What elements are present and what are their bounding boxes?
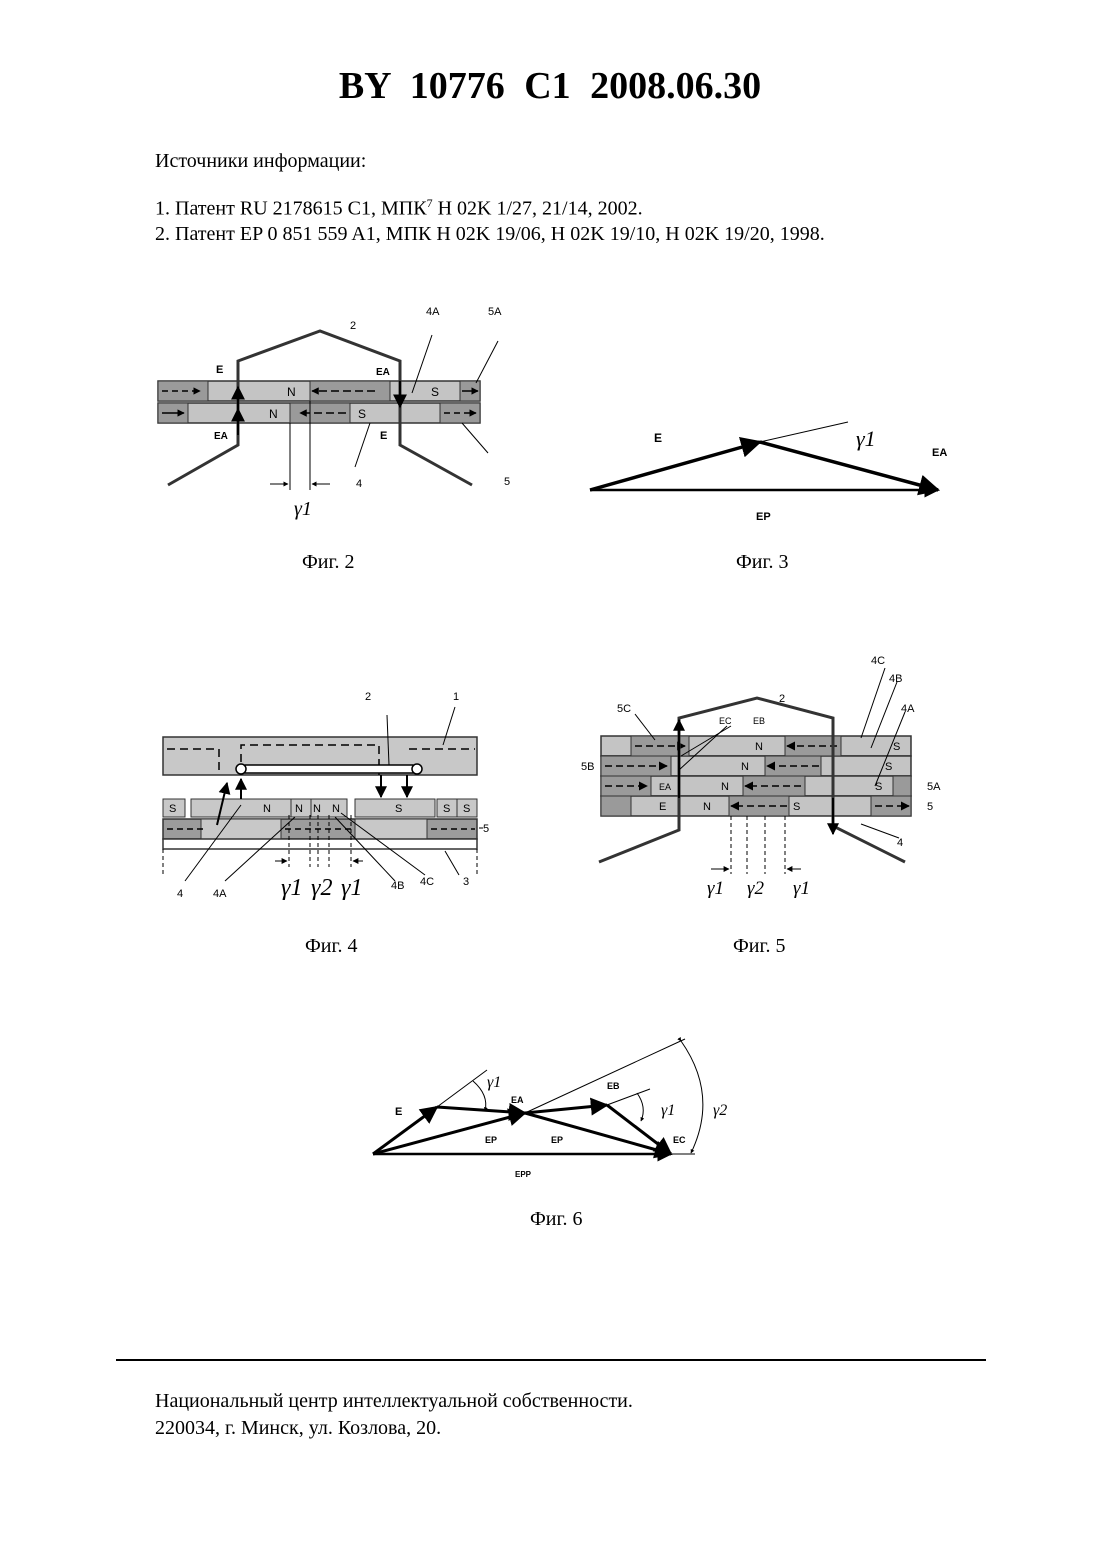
magnet-N-3: N — [313, 803, 321, 815]
label-5: 5 — [504, 476, 510, 488]
sources-heading: Источники информации: — [155, 150, 366, 173]
label-E: E — [654, 431, 662, 445]
label-4C: 4C — [420, 876, 434, 888]
angle-gamma-1-left: γ1 — [281, 875, 302, 901]
reference-1-classes: H 02K 1/27, 21/14, 2002. — [433, 198, 643, 220]
label-EP-2: EP — [551, 1135, 563, 1145]
footer-organization: Национальный центр интеллектуальной собс… — [155, 1390, 633, 1413]
vector-EA — [437, 1107, 525, 1113]
magnet-N-2: N — [295, 803, 303, 815]
reference-2: 2. Патент EP 0 851 559 A1, МПК H 02K 19/… — [155, 223, 825, 246]
vector-E — [590, 442, 760, 490]
label-EP: EP — [756, 511, 771, 523]
magnet-N-row2: N — [741, 761, 749, 773]
magnet-S-2: S — [395, 803, 402, 815]
label-E-bottom: E — [380, 430, 387, 442]
angle-gamma-2: γ2 — [713, 1102, 727, 1119]
label-5C: 5C — [617, 703, 631, 715]
label-EC: EC — [673, 1135, 686, 1145]
label-EPP: EPP — [515, 1170, 532, 1179]
magnet-N-upper: N — [287, 385, 296, 399]
figure-3-diagram: E EA EP γ1 — [580, 420, 960, 530]
magnet-N-lower: N — [269, 407, 278, 421]
angle-gamma-1-left: γ1 — [707, 878, 724, 899]
label-E-top: E — [216, 364, 223, 376]
figure-2-diagram: 2 4A 5A 4 5 E EA E EA N N S S γ1 — [150, 295, 530, 530]
vector-E — [373, 1107, 437, 1154]
angle-gamma-2: γ2 — [747, 878, 764, 899]
label-1: 1 — [453, 691, 459, 703]
vector-EP-2 — [525, 1113, 671, 1154]
label-2: 2 — [779, 693, 785, 705]
magnet-N-row4: N — [703, 801, 711, 813]
label-4: 4 — [356, 478, 362, 490]
figure-2-caption: Фиг. 2 — [302, 551, 354, 574]
footer-address: 220034, г. Минск, ул. Козлова, 20. — [155, 1417, 441, 1440]
magnet-S-1: S — [169, 803, 176, 815]
angle-gamma-1: γ1 — [856, 426, 876, 451]
document-title: BY 10776 C1 2008.06.30 — [0, 64, 1100, 108]
magnet-S-row1: S — [893, 741, 900, 753]
label-4A: 4A — [426, 306, 440, 318]
magnet-S-4: S — [463, 803, 470, 815]
label-EB: EB — [753, 716, 765, 726]
figure-3-caption: Фиг. 3 — [736, 551, 788, 574]
label-4C: 4C — [871, 655, 885, 667]
label-4A: 4A — [213, 888, 227, 900]
label-5A: 5A — [927, 781, 941, 793]
label-E: E — [659, 801, 666, 813]
label-5B: 5B — [581, 761, 594, 773]
angle-gamma-1: γ1 — [294, 498, 312, 520]
angle-gamma-2: γ2 — [311, 875, 332, 901]
magnet-N-row3: N — [721, 781, 729, 793]
angle-gamma-1-right: γ1 — [661, 1102, 675, 1119]
figure-5-diagram: 2 4C 4B 4A 5C 5B 5A 5 4 EC EB EA E N N N… — [575, 648, 955, 910]
label-EA: EA — [511, 1095, 524, 1105]
angle-gamma-1-left: γ1 — [487, 1074, 501, 1091]
label-EA: EA — [932, 447, 947, 459]
magnet-S-row4: S — [793, 801, 800, 813]
label-EP-1: EP — [485, 1135, 497, 1145]
label-EA: EA — [659, 782, 671, 792]
magnet-N-4: N — [332, 803, 340, 815]
label-4B: 4B — [391, 880, 404, 892]
magnet-S-row2: S — [885, 761, 892, 773]
figure-4-diagram: 2 1 5 4 4A 4B 4C 3 S N N N N S S S γ1 γ2… — [155, 685, 495, 915]
figure-6-diagram: E EA EB EC EP EP EPP γ1 γ1 γ2 — [365, 1035, 755, 1185]
label-E: E — [395, 1106, 402, 1118]
label-EC: EC — [719, 716, 732, 726]
label-4A: 4A — [901, 703, 915, 715]
reference-1: 1. Патент RU 2178615 C1, МПК7 H 02K 1/27… — [155, 196, 643, 221]
label-EB: EB — [607, 1081, 620, 1091]
figure-6-caption: Фиг. 6 — [530, 1208, 582, 1231]
label-3: 3 — [463, 876, 469, 888]
magnet-S-lower: S — [358, 407, 366, 421]
vector-EB — [525, 1105, 607, 1113]
vector-EA — [760, 442, 938, 490]
angle-gamma-1-right: γ1 — [341, 875, 362, 901]
angle-gamma-1-right: γ1 — [793, 878, 810, 899]
magnet-N-row1: N — [755, 741, 763, 753]
figure-5-caption: Фиг. 5 — [733, 935, 785, 958]
label-EA-top: EA — [376, 367, 390, 378]
label-5A: 5A — [488, 306, 502, 318]
label-EA-bottom: EA — [214, 431, 228, 442]
magnet-S-3: S — [443, 803, 450, 815]
label-2: 2 — [350, 320, 356, 332]
label-2: 2 — [365, 691, 371, 703]
magnet-S-row3: S — [875, 781, 882, 793]
label-5: 5 — [927, 801, 933, 813]
footer-divider — [116, 1359, 986, 1361]
label-4B: 4B — [889, 673, 902, 685]
vector-EP-1 — [373, 1113, 525, 1154]
label-4: 4 — [177, 888, 183, 900]
label-5: 5 — [483, 823, 489, 835]
magnet-S-upper: S — [431, 385, 439, 399]
winding-bar-2 — [241, 765, 417, 773]
figure-4-caption: Фиг. 4 — [305, 935, 357, 958]
label-4: 4 — [897, 837, 903, 849]
magnet-N-1: N — [263, 803, 271, 815]
reference-1-text: 1. Патент RU 2178615 C1, МПК — [155, 198, 427, 220]
